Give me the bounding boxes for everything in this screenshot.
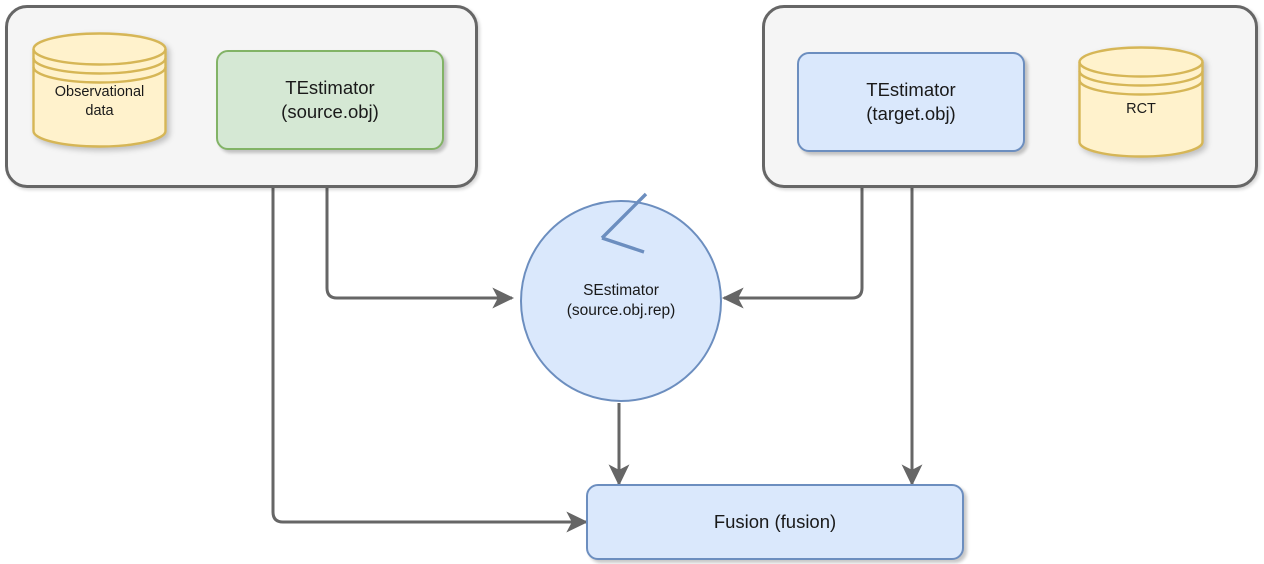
rct-data-cylinder[interactable]: RCT xyxy=(1078,46,1204,158)
fusion-node[interactable]: Fusion (fusion) xyxy=(586,484,964,560)
source-testimator-node[interactable]: TEstimator (source.obj) xyxy=(216,50,444,150)
sestimator-node[interactable]: SEstimator (source.obj.rep) xyxy=(520,200,722,402)
cylinder-shape xyxy=(32,32,167,148)
observational-data-cylinder[interactable]: Observational data xyxy=(32,32,167,148)
rct-data-label: RCT xyxy=(1126,101,1156,117)
target-testimator-node[interactable]: TEstimator (target.obj) xyxy=(797,52,1025,152)
cylinder-shape xyxy=(1078,46,1204,158)
observational-data-label: Observational data xyxy=(54,84,145,119)
